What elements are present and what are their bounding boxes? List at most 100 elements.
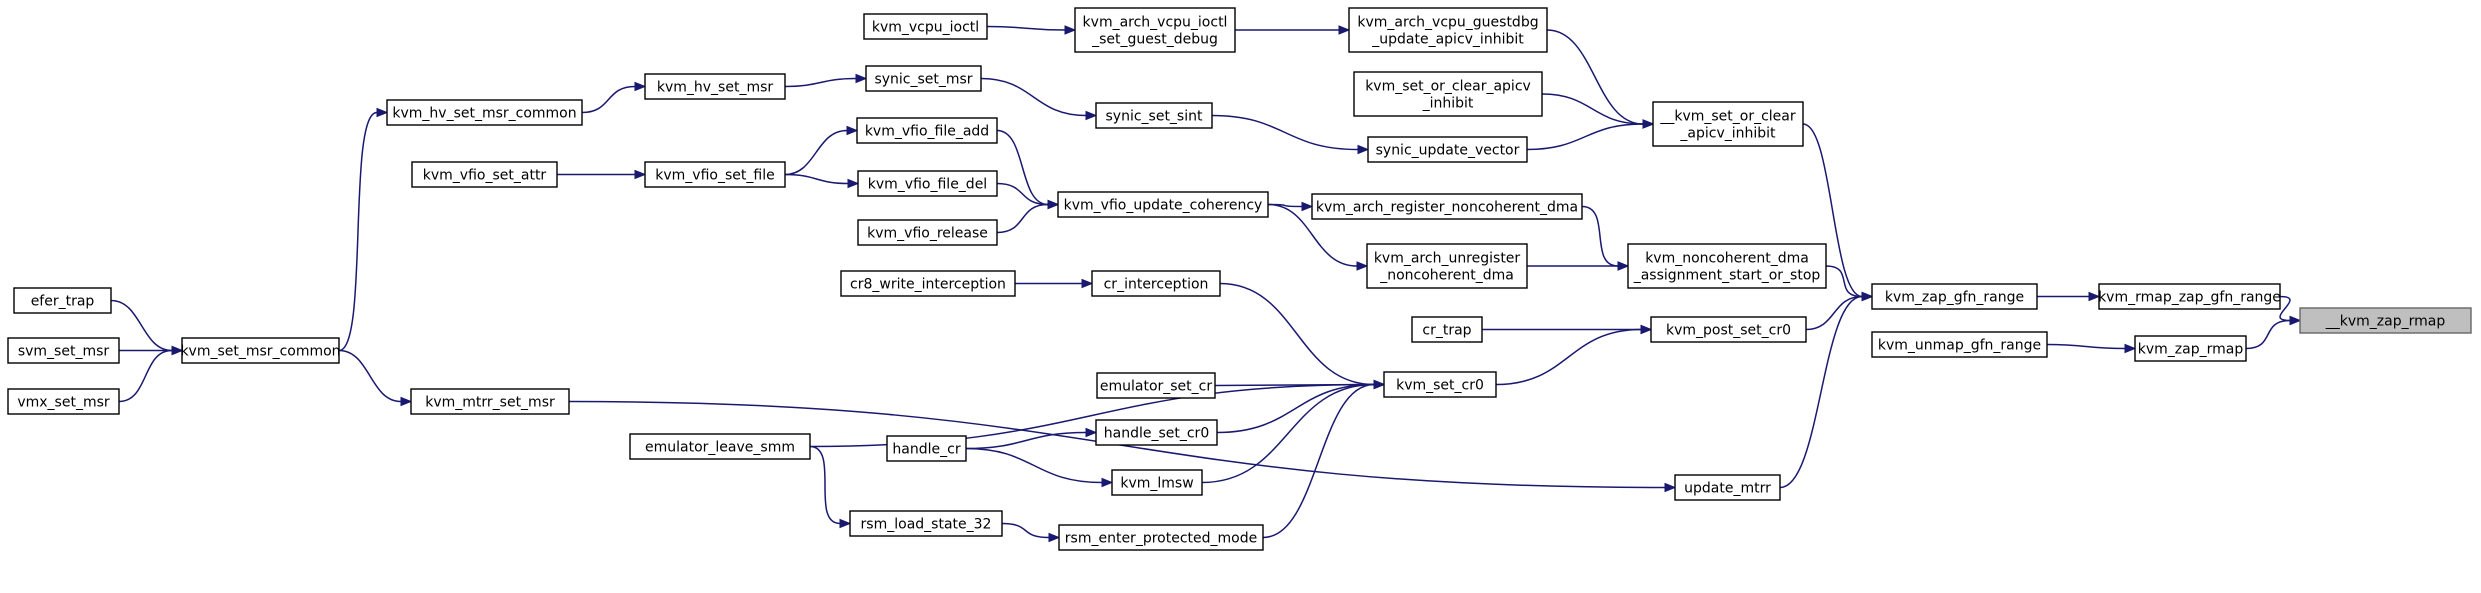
arrowhead [1664, 482, 1677, 493]
edge-synic-set-msr-to-synic-set-sint [980, 77, 1098, 121]
node-set-guest-debug[interactable]: kvm_arch_vcpu_ioctl_set_guest_debug [1074, 7, 1236, 53]
node-cr-interception[interactable]: cr_interception [1091, 270, 1221, 297]
edge-line [2046, 343, 2126, 350]
node-box [1348, 7, 1548, 53]
edge-line [996, 129, 1049, 206]
arrowhead [1357, 144, 1370, 155]
arrowhead [171, 345, 184, 356]
node-label: synic_set_msr [874, 72, 972, 88]
edge-line [986, 25, 1066, 31]
edge-line [1495, 328, 1642, 386]
edge-line [1001, 522, 1050, 539]
edge-line [1201, 383, 1375, 484]
node-kvm-lmsw[interactable]: kvm_lmsw [1111, 469, 1203, 496]
node-box [1650, 316, 1807, 343]
node-kvm-mtrr-set-msr[interactable]: kvm_mtrr_set_msr [410, 388, 570, 415]
node-box [1095, 419, 1218, 446]
arrowhead [634, 169, 647, 180]
node-handle-cr[interactable]: handle_cr [886, 435, 967, 462]
node-box [1057, 191, 1269, 218]
arrowhead [1356, 261, 1369, 271]
node-label: kvm_hv_set_msr [657, 80, 774, 96]
arrowhead [847, 178, 860, 189]
node-vfio-set-file[interactable]: kvm_vfio_set_file [644, 161, 786, 188]
node-emulator-set-cr[interactable]: emulator_set_cr [1096, 372, 1216, 399]
node-handle-set-cr0[interactable]: handle_set_cr0 [1095, 419, 1218, 446]
node-synic-update-vector[interactable]: synic_update_vector [1367, 136, 1528, 163]
node-synic-set-sint[interactable]: synic_set_sint [1095, 102, 1213, 129]
node-kvm-zap-rmap[interactable]: kvm_zap_rmap [2134, 335, 2247, 362]
node-label: emulator_leave_smm [645, 440, 795, 456]
node-update-mtrr[interactable]: update_mtrr [1674, 474, 1781, 501]
node-emulator-leave-smm[interactable]: emulator_leave_smm [629, 433, 811, 460]
node-kvm-vcpu-ioctl[interactable]: kvm_vcpu_ioctl [863, 13, 988, 40]
node-root[interactable]: __kvm_zap_rmap [2299, 307, 2472, 334]
node-kvm-hv-set-msr-common[interactable]: kvm_hv_set_msr_common [386, 99, 583, 126]
node-unregister-noncoherent[interactable]: kvm_arch_unregister_noncoherent_dma [1366, 243, 1528, 289]
node-efer-trap[interactable]: efer_trap [13, 287, 112, 314]
node-kvm-set-cr0[interactable]: kvm_set_cr0 [1383, 371, 1497, 398]
node-kvm-hv-set-msr[interactable]: kvm_hv_set_msr [644, 73, 786, 100]
node-noncoherent-dma[interactable]: kvm_noncoherent_dma_assignment_start_or_… [1627, 243, 1827, 289]
edge-kvm-hv-set-msr-common-to-kvm-hv-set-msr [581, 81, 647, 114]
node-kvm-set-msr-common[interactable]: kvm_set_msr_common [180, 337, 341, 364]
node-rsm-load-state-32[interactable]: rsm_load_state_32 [849, 510, 1003, 537]
node-register-noncoherent[interactable]: kvm_arch_register_noncoherent_dma [1311, 193, 1583, 220]
node-label: kvm_vcpu_ioctl [872, 20, 979, 36]
node-set-or-clear[interactable]: __kvm_set_or_clear_apicv_inhibit [1652, 101, 1804, 147]
node-kvm-post-set-cr0[interactable]: kvm_post_set_cr0 [1650, 316, 1807, 343]
edge-line [1211, 114, 1359, 151]
arrowhead [1085, 110, 1098, 121]
arrowhead [2088, 291, 2101, 302]
node-synic-set-msr[interactable]: synic_set_msr [865, 65, 982, 92]
edge-vfio-update-coherency-to-register-noncoherent [1267, 201, 1314, 212]
node-box [411, 161, 558, 188]
edge-line [965, 431, 1087, 450]
edge-line [1825, 265, 1863, 298]
edge-line [965, 447, 1103, 484]
node-set-or-clear-public[interactable]: kvm_set_or_clear_apicv_inhibit [1353, 71, 1543, 117]
node-label: kvm_set_msr_common [180, 344, 340, 360]
edge-vfio-release-to-vfio-update-coherency [996, 199, 1060, 234]
node-label: kvm_vfio_update_coherency [1064, 198, 1263, 214]
node-box [2134, 335, 2247, 362]
node-label: kvm_vfio_set_attr [423, 168, 547, 184]
node-kvm-zap-gfn-range[interactable]: kvm_zap_gfn_range [1871, 283, 2038, 310]
node-vfio-file-del[interactable]: kvm_vfio_file_del [857, 170, 998, 197]
node-vfio-file-add[interactable]: kvm_vfio_file_add [856, 117, 998, 144]
node-vmx-set-msr[interactable]: vmx_set_msr [7, 388, 120, 415]
edge-line [118, 349, 173, 403]
node-box [1095, 102, 1213, 129]
node-rsm-enter-protected-mode[interactable]: rsm_enter_protected_mode [1058, 524, 1264, 551]
node-svm-set-msr[interactable]: svm_set_msr [7, 337, 120, 364]
node-vfio-set-attr[interactable]: kvm_vfio_set_attr [411, 161, 558, 188]
edges-layer [110, 25, 2302, 543]
node-box [865, 65, 982, 92]
arrowhead [846, 125, 859, 136]
edge-kvm-zap-gfn-range-to-kvm-rmap-zap-gfn-range [2037, 291, 2101, 302]
arrowhead [1081, 278, 1094, 289]
edge-handle-cr-to-handle-set-cr0 [965, 427, 1098, 450]
node-guestdbg[interactable]: kvm_arch_vcpu_guestdbg_update_apicv_inhi… [1348, 7, 1548, 53]
node-cr-trap[interactable]: cr_trap [1411, 316, 1483, 343]
node-label: update_mtrr [1684, 481, 1771, 497]
node-box [1627, 243, 1827, 289]
edge-vfio-file-add-to-vfio-update-coherency [996, 129, 1060, 210]
node-kvm-unmap-gfn-range[interactable]: kvm_unmap_gfn_range [1871, 331, 2048, 358]
node-vfio-update-coherency[interactable]: kvm_vfio_update_coherency [1057, 191, 1269, 218]
arrowhead [1064, 25, 1077, 35]
edge-synic-set-sint-to-synic-update-vector [1211, 114, 1370, 155]
node-kvm-rmap-zap-gfn-range[interactable]: kvm_rmap_zap_gfn_range [2098, 283, 2281, 310]
node-label: kvm_post_set_cr0 [1666, 323, 1791, 339]
node-label: kvm_zap_gfn_range [1885, 290, 2024, 306]
node-cr8-write-interception[interactable]: cr8_write_interception [840, 270, 1016, 297]
node-box [644, 161, 786, 188]
node-box [1871, 283, 2038, 310]
node-vfio-release[interactable]: kvm_vfio_release [857, 219, 998, 246]
edge-vfio-update-coherency-to-unregister-noncoherent [1267, 203, 1369, 271]
edge-line [338, 349, 402, 403]
node-box [1058, 524, 1264, 551]
node-label: kvm_set_cr0 [1396, 378, 1484, 394]
arrowhead [1101, 477, 1114, 488]
